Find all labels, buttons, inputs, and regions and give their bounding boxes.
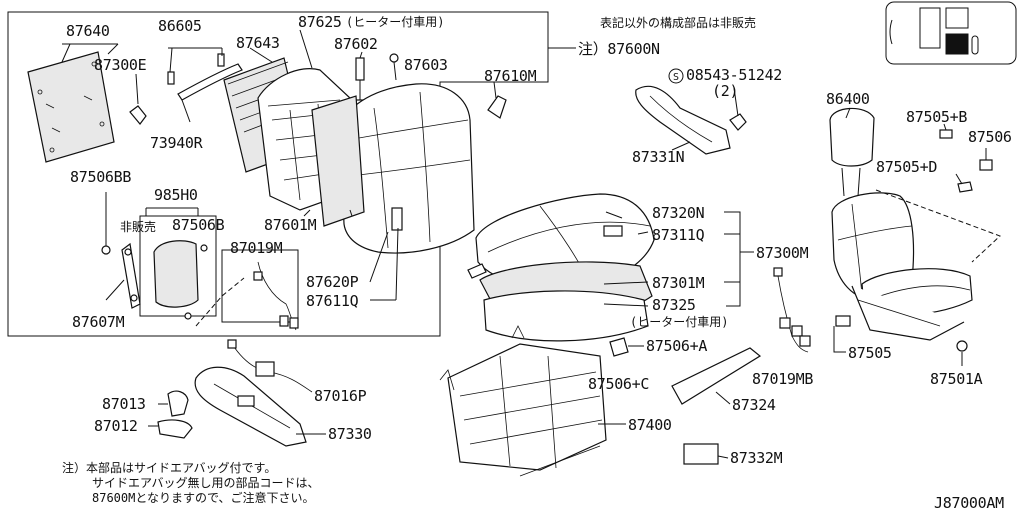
- heater-87625-part: [311, 95, 365, 227]
- label-87625: 87625: [298, 13, 342, 31]
- label-87602: 87602: [334, 35, 378, 53]
- label-87505b: 87505+B: [906, 108, 967, 126]
- nut-87506b-part: [200, 244, 208, 252]
- seat-dash-link: [875, 189, 1001, 263]
- finisher-87331n-part: [635, 85, 731, 155]
- knob-87013-part: [167, 390, 189, 417]
- label-87400: 87400: [628, 416, 672, 434]
- label-87300e: 87300E: [94, 56, 147, 74]
- clip-87506-part: [979, 159, 993, 171]
- label-87019mb: 87019MB: [752, 370, 813, 388]
- cushion-hook-part: [467, 263, 487, 279]
- harness-87016p-part: [227, 339, 313, 393]
- label-87603: 87603: [404, 56, 448, 74]
- airbag-module-box: [139, 215, 217, 317]
- label-87325: 87325: [652, 296, 696, 314]
- footnote-line-1: 注）本部品はサイドエアバッグ付です。: [62, 460, 276, 475]
- bracket-87607m-part: [121, 242, 141, 309]
- label-87643: 87643: [236, 34, 280, 52]
- label-87610m: 87610M: [484, 67, 537, 85]
- label-87607m: 87607M: [72, 313, 125, 331]
- clip-87300e-part: [129, 105, 147, 125]
- label-87506c: 87506+C: [588, 375, 649, 393]
- vehicle-location-icon: [885, 1, 1017, 65]
- screw-symbol-icon: [668, 68, 684, 84]
- svg-text:S: S: [673, 72, 679, 83]
- bracket-87506a-part: [609, 337, 629, 357]
- label-87300m: 87300M: [756, 244, 809, 262]
- label-87324: 87324: [732, 396, 776, 414]
- footnote-line-3: 87600Mとなりますので、ご注意下さい。: [92, 490, 315, 505]
- bolt-87506bb-part: [101, 245, 111, 255]
- box-note-label: 注）87600N: [578, 40, 660, 58]
- clip-87505b-part: [939, 129, 953, 139]
- label-87625-note: (ヒーター付車用): [346, 15, 444, 29]
- label-87505d: 87505+D: [876, 158, 937, 176]
- screw-08543-part: [729, 113, 747, 131]
- label-87320n: 87320N: [652, 204, 705, 222]
- label-87301m: 87301M: [652, 274, 705, 292]
- label-87501a: 87501A: [930, 370, 983, 388]
- side-airbag-985h0-part: [153, 240, 199, 320]
- clip-87505-part: [835, 315, 851, 327]
- label-87505: 87505: [848, 344, 892, 362]
- harness-box: [221, 249, 299, 323]
- label-985h0: 985H0: [154, 186, 198, 204]
- label-87016p: 87016P: [314, 387, 367, 405]
- bolt-87501a-part: [956, 340, 968, 352]
- label-87506b: 87506B: [172, 216, 225, 234]
- label-87330: 87330: [328, 425, 372, 443]
- lock-87603-part: [389, 53, 399, 81]
- harness-87019m-part: [253, 261, 299, 331]
- label-87601m: 87601M: [264, 216, 317, 234]
- label-86400: 86400: [826, 90, 870, 108]
- knob-87012-part: [157, 419, 193, 439]
- hanger-86605-part: [167, 53, 243, 101]
- knob-87610m-part: [487, 95, 507, 119]
- label-87311q: 87311Q: [652, 226, 705, 244]
- label-73940r: 73940R: [150, 134, 204, 152]
- label-08543: 08543-51242: [686, 66, 782, 84]
- label-87012: 87012: [94, 417, 138, 435]
- label-87019m: 87019M: [230, 239, 283, 257]
- complete-seat-part: [829, 107, 973, 341]
- label-87332m: 87332M: [730, 449, 783, 467]
- label-86605: 86605: [158, 17, 202, 35]
- label-87325-note: (ヒーター付車用): [630, 315, 728, 329]
- top-note-text: 表記以外の構成部品は非販売: [600, 15, 756, 30]
- harness-87019mb-part: [773, 267, 811, 353]
- label-87640: 87640: [66, 22, 110, 40]
- seat-frame-87400-part: [439, 325, 607, 477]
- seatback-assembly-frame: [7, 11, 549, 337]
- label-87506a: 87506+A: [646, 337, 707, 355]
- cover-87332m-part: [683, 443, 719, 465]
- label-87506: 87506: [968, 128, 1012, 146]
- cover-87324-part: [671, 347, 762, 405]
- label-87331n: 87331N: [632, 148, 685, 166]
- cushion-heater-87325-part: [483, 290, 649, 342]
- label-87013: 87013: [102, 395, 146, 413]
- label-985h0-note: 非販売: [120, 219, 156, 234]
- clip-87505d-part: [957, 181, 973, 193]
- seatback-trim-87620p-part: [339, 83, 475, 254]
- label-87620p: 87620P: [306, 273, 359, 291]
- headrest-86400-part: [829, 107, 875, 167]
- label-87506bb: 87506BB: [70, 168, 131, 186]
- harness-dash-link: [195, 277, 245, 327]
- side-finisher-87330-part: [194, 366, 307, 447]
- diagram-id-label: J87000AM: [934, 494, 1004, 512]
- back-board-87640-part: [27, 51, 115, 163]
- label-08543-qty: (2): [712, 82, 738, 100]
- footnote-line-2: サイドエアバッグ無し用の部品コードは、: [92, 475, 320, 490]
- label-87611q: 87611Q: [306, 292, 359, 310]
